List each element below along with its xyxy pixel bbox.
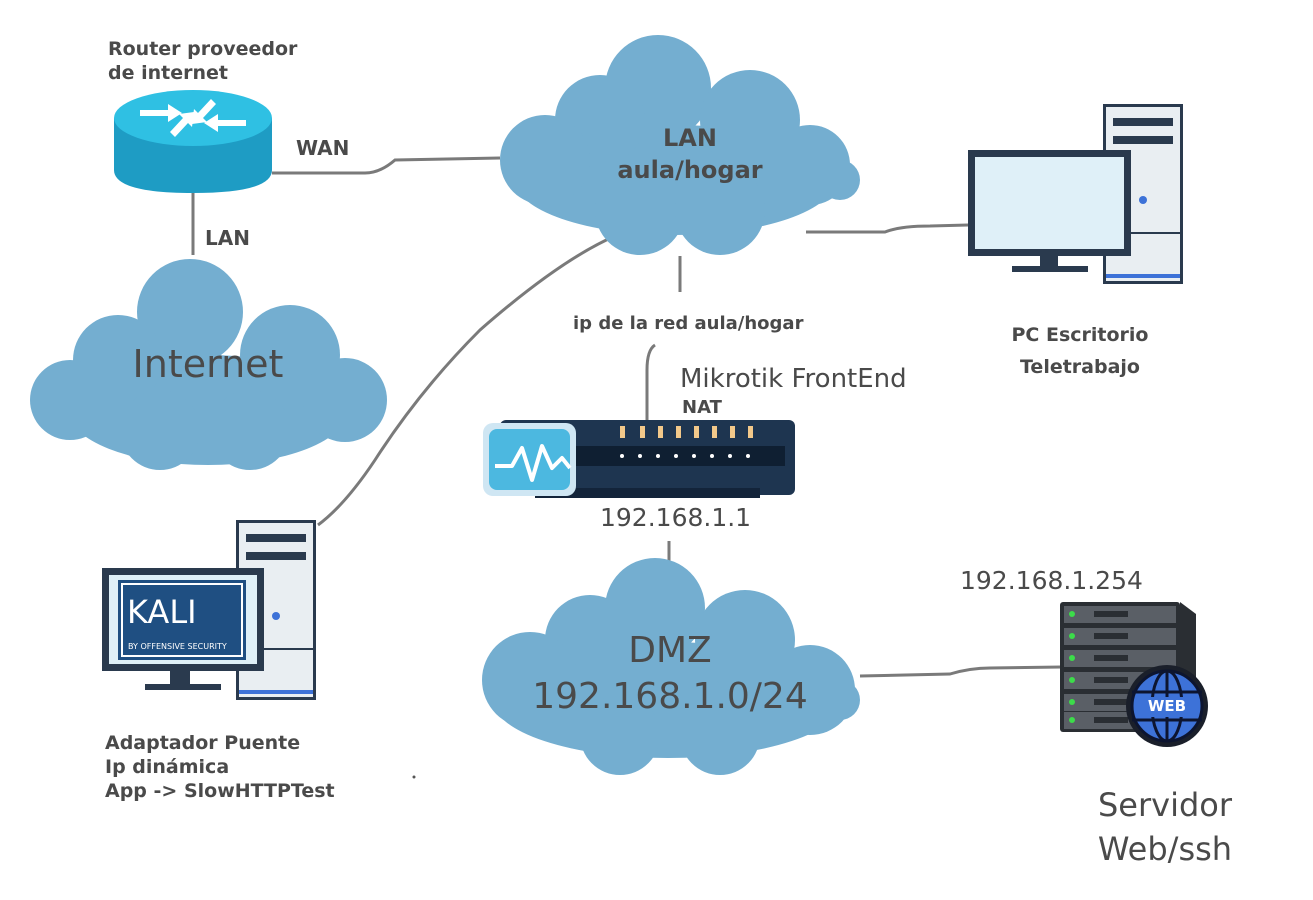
- mikrotik-nat-label: NAT: [682, 397, 722, 418]
- server-ip: 192.168.1.254: [960, 566, 1143, 595]
- pc-label: PC Escritorio Teletrabajo: [1011, 324, 1149, 378]
- kali-screen-text: KALI: [127, 593, 197, 631]
- dmz-server-link: [859, 665, 1063, 678]
- wan-link-label: WAN: [296, 136, 350, 160]
- server-label: Servidor Web/ssh: [1097, 786, 1233, 868]
- kali-label: Adaptador Puente Ip dinámica App -> Slow…: [105, 732, 335, 802]
- kali-screen-subtext: BY OFFENSIVE SECURITY: [128, 642, 227, 651]
- lan-kali-link: [317, 234, 616, 527]
- mikrotik-ip: 192.168.1.1: [600, 503, 752, 532]
- lan-cloud: [500, 35, 860, 255]
- pc-icon: [968, 104, 1183, 284]
- lan-pc-link: [806, 223, 969, 234]
- stray-dot: [412, 775, 416, 779]
- lan-link-label: LAN: [205, 226, 250, 250]
- dmz-label: DMZ 192.168.1.0/24: [532, 630, 808, 717]
- lan-mikrotik-link-bottom: [645, 343, 656, 420]
- wan-link: [272, 156, 501, 175]
- connections: [191, 156, 1063, 678]
- mikrotik-label: Mikrotik FrontEnd: [680, 364, 907, 394]
- internet-cloud: [30, 259, 387, 470]
- router-label: Router proveedor de internet: [108, 38, 298, 84]
- kali-computer-icon: [102, 520, 316, 700]
- lan-cloud-label: LAN aula/hogar: [617, 124, 763, 184]
- lan-ip-label: ip de la red aula/hogar: [573, 313, 804, 334]
- mikrotik-icon: [483, 420, 795, 498]
- dmz-cloud: [482, 558, 860, 775]
- server-web-badge: WEB: [1147, 697, 1187, 715]
- router-icon: [114, 90, 272, 193]
- internet-label: Internet: [132, 342, 284, 386]
- server-icon: [1060, 602, 1208, 747]
